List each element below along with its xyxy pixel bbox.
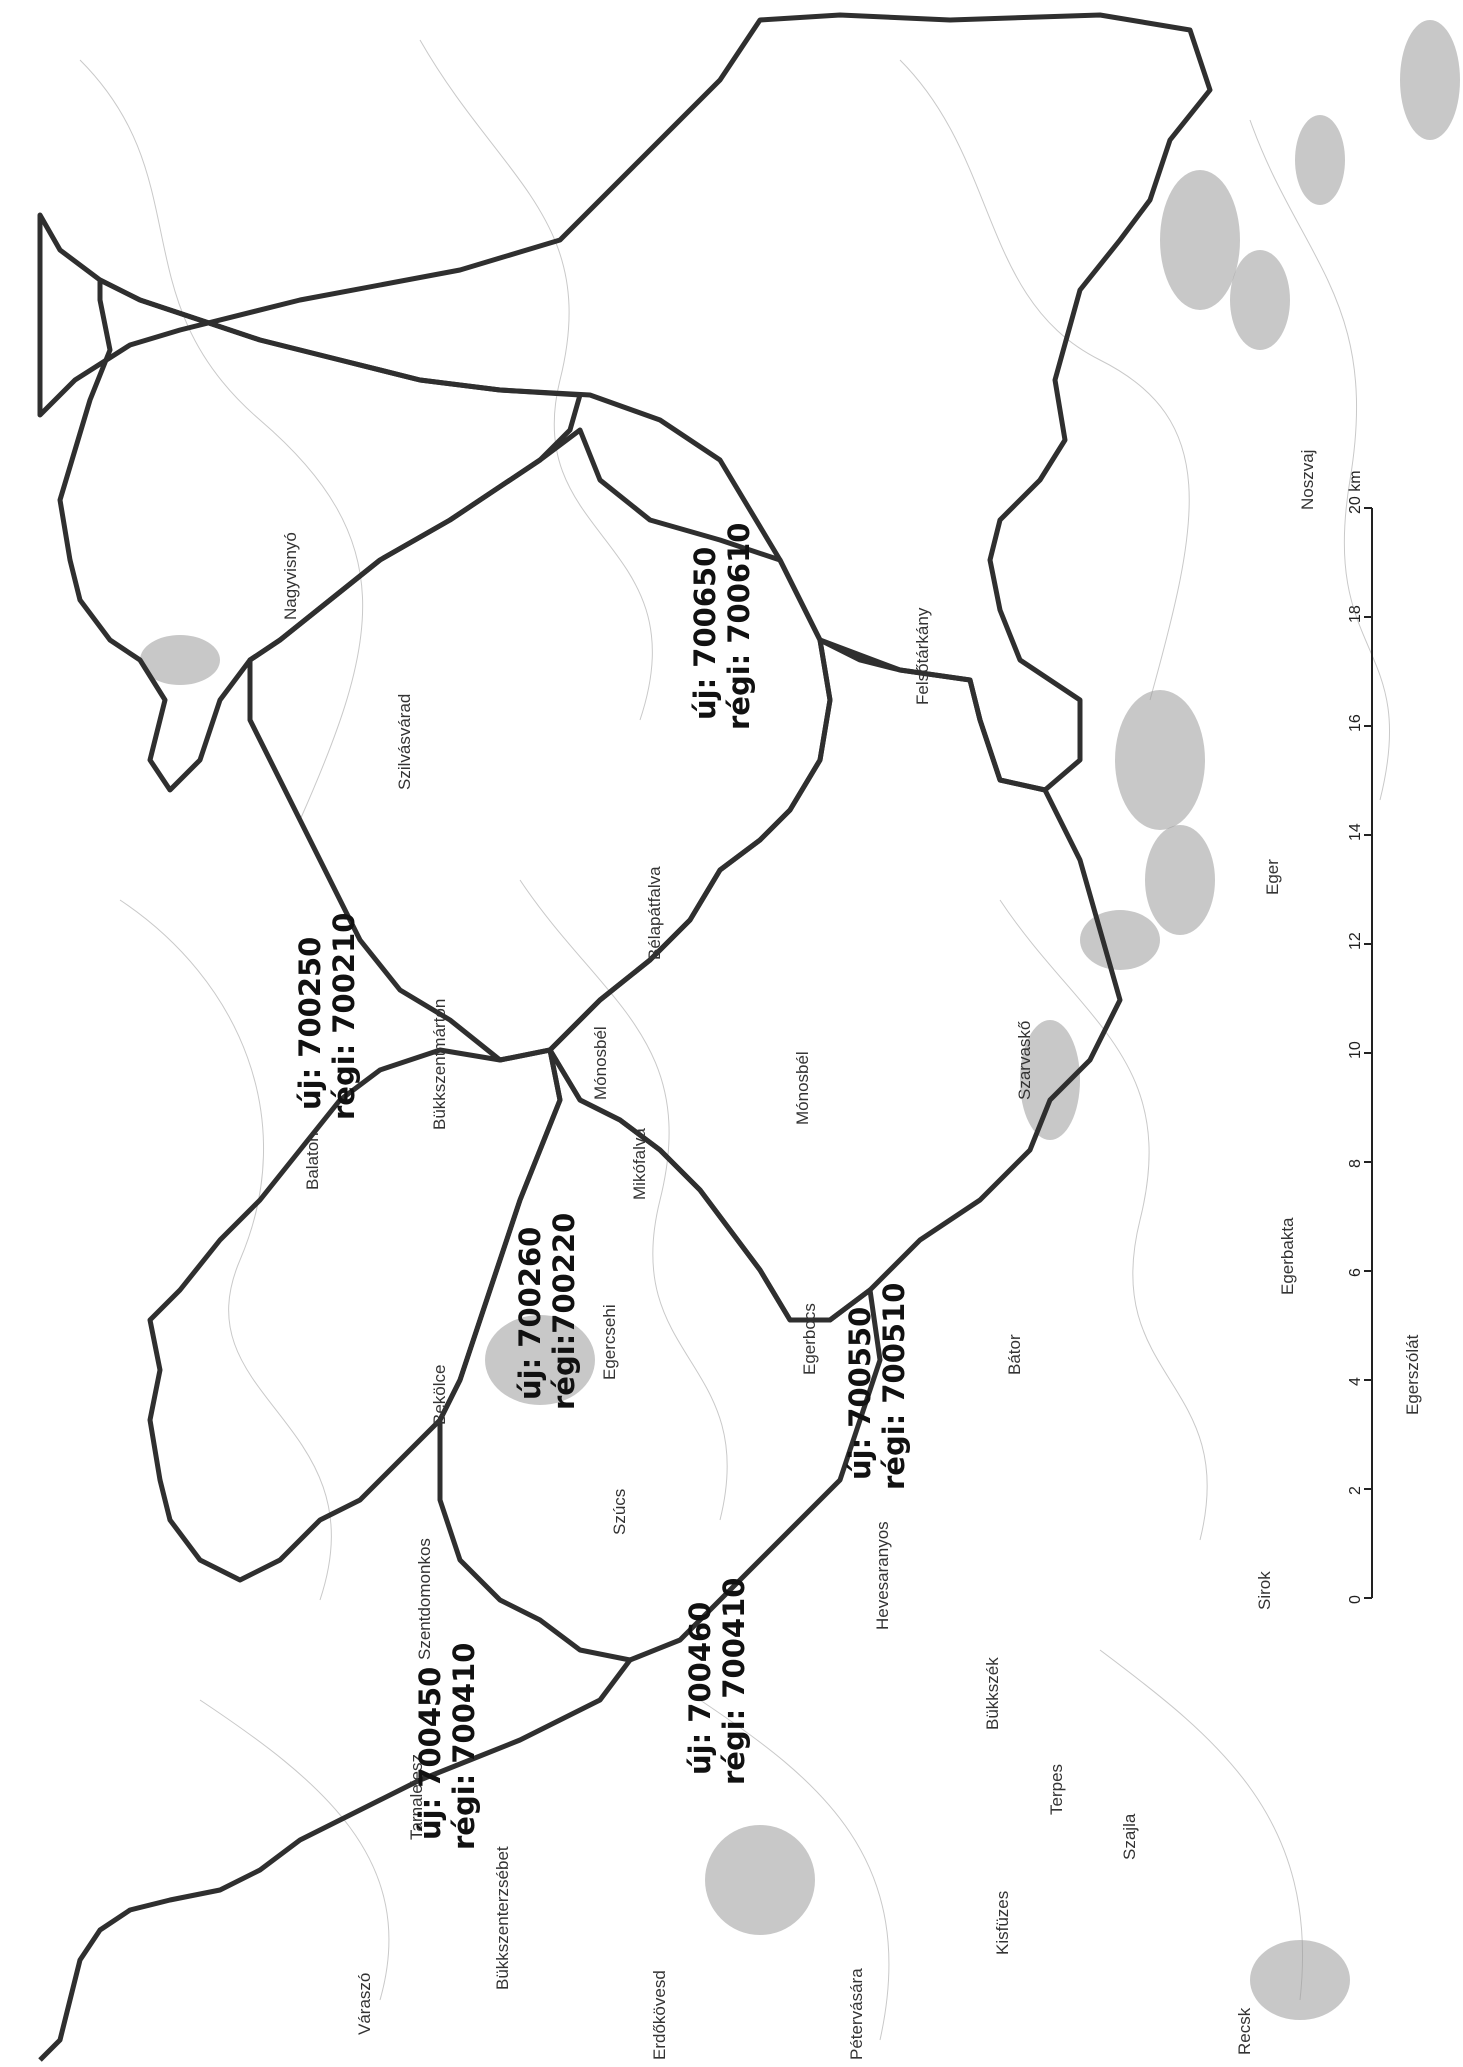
- terrain-background: [79, 39, 1391, 2041]
- scale-bar: 0 2 4 6 8 10 12 14 16 18 20 km: [1347, 470, 1373, 1604]
- district-old-code: régi: 700410: [447, 1643, 481, 1850]
- district-new-code: új: 700260: [513, 1227, 547, 1400]
- place-label: Bélapátfalva: [645, 866, 664, 960]
- scale-tick-label: 8: [1347, 1159, 1364, 1168]
- district-new-code: új: 700650: [688, 547, 722, 720]
- place-label: Szilvásvárad: [395, 694, 414, 790]
- district-boundaries: [37, 12, 1213, 2062]
- place-label: Szarvaskő: [1015, 1021, 1034, 1100]
- place-label: Balaton: [303, 1132, 322, 1190]
- scale-tick-label: 18: [1347, 605, 1364, 623]
- scale-tick-label: 6: [1347, 1268, 1364, 1277]
- place-label: Mónosbél: [591, 1026, 610, 1100]
- place-label: Bükkszentmárton: [430, 999, 449, 1130]
- district-old-code: régi: 700410: [717, 1578, 751, 1785]
- place-label: Bükkszék: [983, 1657, 1002, 1730]
- place-label: Eger: [1263, 859, 1282, 895]
- place-label: Sirok: [1255, 1571, 1274, 1610]
- scale-tick-label: 2: [1347, 1486, 1364, 1495]
- district-new-code: új: 700460: [683, 1602, 717, 1775]
- district-old-code: régi: 700610: [722, 523, 756, 730]
- urban-areas: [140, 20, 1460, 2020]
- place-labels: Nagyvisnyó Szilvásvárad Felsőtárkány Bél…: [281, 450, 1422, 2060]
- place-label: Recsk: [1235, 2007, 1254, 2055]
- scale-tick-label: 20 km: [1347, 470, 1364, 514]
- scale-tick-label: 4: [1347, 1377, 1364, 1386]
- place-label: Bekölce: [430, 1365, 449, 1425]
- scale-tick-label: 16: [1347, 714, 1364, 732]
- place-label: Hevesaranyos: [873, 1521, 892, 1630]
- scale-tick-label: 14: [1347, 823, 1364, 841]
- district-old-code: régi: 700210: [327, 913, 361, 1120]
- place-label: Mónosbél: [793, 1051, 812, 1125]
- place-label: Egercsehi: [600, 1304, 619, 1380]
- scale-tick-label: 12: [1347, 932, 1364, 950]
- district-700460-boundary: [437, 1047, 883, 1663]
- scale-tick-label: 0: [1347, 1595, 1364, 1604]
- place-label: Erdőkövesd: [650, 1970, 669, 2060]
- district-old-code: régi: 700510: [877, 1283, 911, 1490]
- district-new-code: új: 700450: [413, 1667, 447, 1840]
- place-label: Noszvaj: [1298, 450, 1317, 510]
- district-labels: új: 700250 régi: 700210 új: 700260 régi:…: [293, 523, 911, 1850]
- place-label: Terpes: [1047, 1764, 1066, 1815]
- place-label: Szajla: [1120, 1813, 1139, 1860]
- place-label: Egerbakta: [1278, 1217, 1297, 1295]
- place-label: Tarnalelesz: [407, 1754, 426, 1840]
- district-700250-boundary: [57, 277, 583, 793]
- place-label: Mikófalva: [630, 1128, 649, 1200]
- place-label: Egerbocs: [800, 1303, 819, 1375]
- place-label: Váraszó: [355, 1973, 374, 2035]
- district-new-code: új: 700250: [293, 937, 327, 1110]
- district-outer-west-boundary: [38, 1658, 632, 2062]
- scale-tick-label: 10: [1347, 1041, 1364, 1059]
- place-label: Kisfüzes: [993, 1891, 1012, 1955]
- place-label: Szentdomonkos: [415, 1538, 434, 1660]
- place-label: Szúcs: [610, 1489, 629, 1535]
- place-label: Pétervására: [847, 1968, 866, 2060]
- district-new-code: új: 700550: [843, 1307, 877, 1480]
- place-label: Egerszólát: [1403, 1334, 1422, 1415]
- place-label: Nagyvisnyó: [281, 532, 300, 620]
- place-label: Bátor: [1005, 1334, 1024, 1375]
- district-old-code: régi:700220: [547, 1213, 581, 1410]
- place-label: Bükkszenterzsébet: [493, 1846, 512, 1990]
- place-label: Felsőtárkány: [913, 607, 932, 705]
